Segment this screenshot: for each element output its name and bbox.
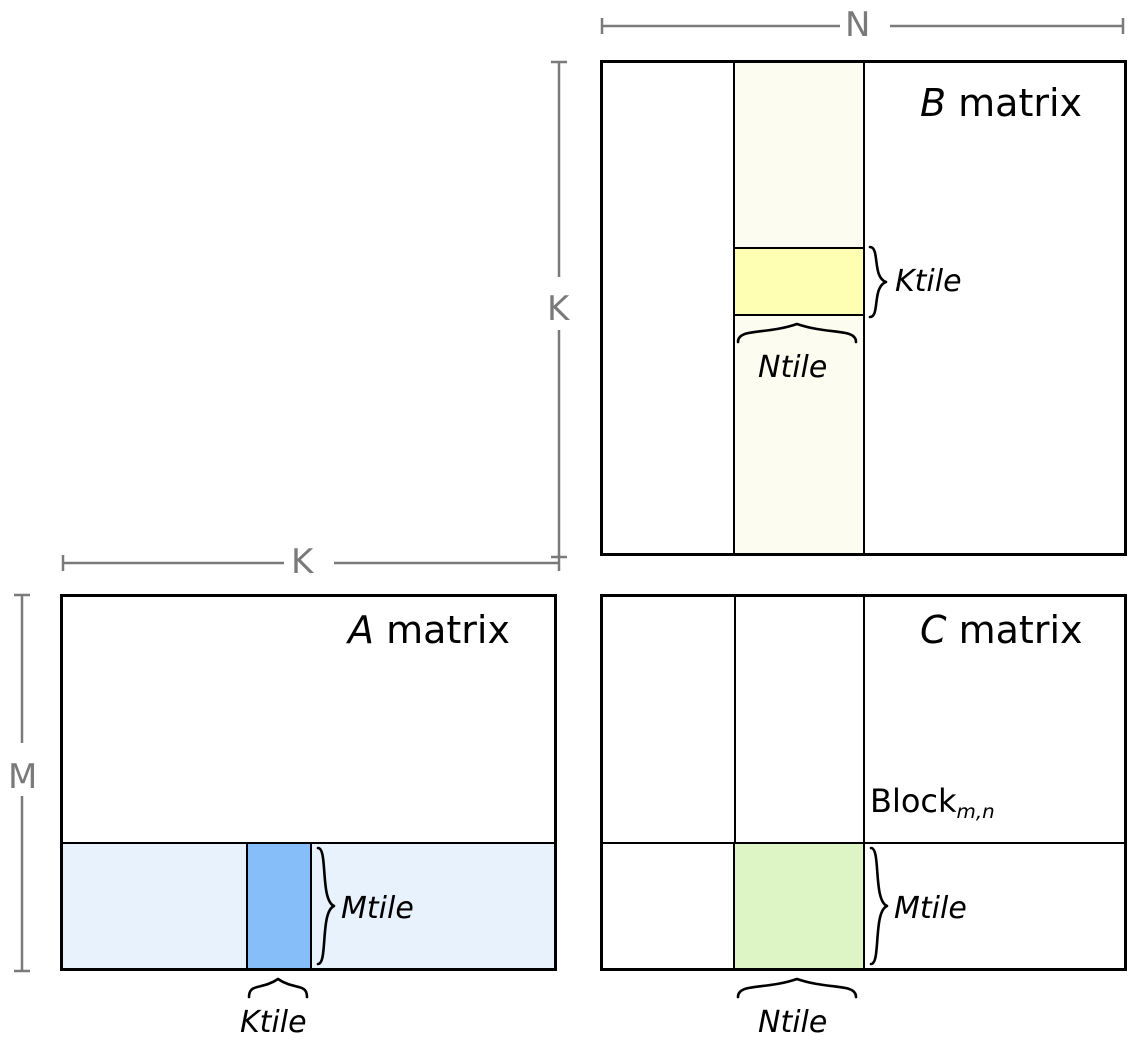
dimension-label-k-horizontal: K bbox=[291, 542, 314, 582]
a-matrix-label: A matrix bbox=[348, 611, 510, 649]
b-ntile-label: Ntile bbox=[758, 350, 828, 385]
a-matrix-tile bbox=[246, 842, 312, 970]
a-mtile-brace bbox=[316, 846, 336, 966]
a-matrix-label-text: matrix bbox=[374, 608, 510, 652]
b-ktile-brace bbox=[868, 245, 888, 319]
c-matrix-tile bbox=[733, 842, 865, 970]
c-ntile-label: Ntile bbox=[758, 1005, 828, 1040]
dimension-label-k-vertical: K bbox=[547, 289, 570, 329]
dimension-line-k-vertical bbox=[551, 60, 567, 559]
a-mtile-label: Mtile bbox=[341, 891, 414, 926]
c-mtile-brace bbox=[869, 846, 889, 966]
b-matrix-label-text: matrix bbox=[946, 81, 1083, 125]
b-matrix-label-var: B bbox=[920, 81, 947, 125]
c-ntile-brace bbox=[736, 977, 858, 999]
c-block-label-text: Block bbox=[870, 782, 957, 820]
c-matrix-divider-left bbox=[734, 596, 736, 969]
b-ktile-label: Ktile bbox=[895, 264, 962, 299]
dimension-line-k-horizontal bbox=[61, 555, 561, 571]
dimension-label-m: M bbox=[8, 757, 38, 797]
c-block-label-subscript: m,n bbox=[956, 800, 995, 824]
c-matrix-label-var: C bbox=[920, 608, 947, 652]
c-block-label: Blockm,n bbox=[870, 782, 995, 822]
c-matrix-label: C matrix bbox=[920, 611, 1083, 649]
a-ktile-label: Ktile bbox=[240, 1005, 307, 1040]
a-ktile-brace bbox=[247, 977, 309, 999]
b-ntile-brace bbox=[736, 322, 858, 344]
dimension-label-n: N bbox=[845, 5, 871, 45]
c-matrix-label-text: matrix bbox=[946, 608, 1083, 652]
a-matrix-label-var: A bbox=[348, 608, 374, 652]
dimension-line-m bbox=[14, 593, 30, 973]
b-matrix-label: B matrix bbox=[920, 84, 1082, 122]
b-matrix-tile bbox=[733, 247, 865, 316]
dimension-line-n bbox=[600, 18, 1125, 34]
c-matrix-divider-right bbox=[863, 596, 865, 969]
c-mtile-label: Mtile bbox=[894, 891, 967, 926]
